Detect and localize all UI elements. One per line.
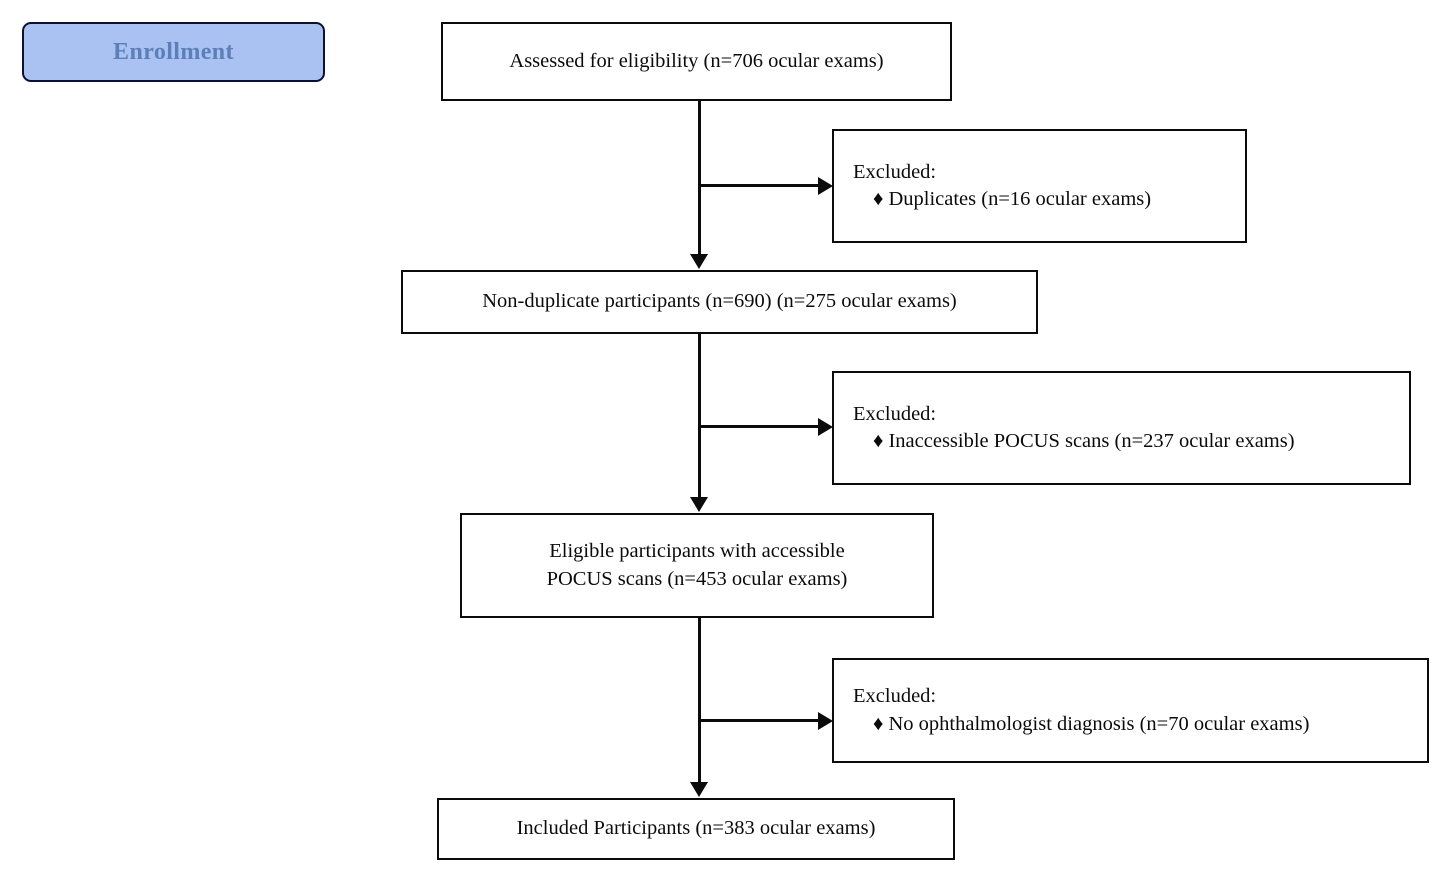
connector-branch-duplicates bbox=[698, 184, 821, 187]
exclusion-box-no-diagnosis-item-1-text: No ophthalmologist diagnosis (n=70 ocula… bbox=[888, 712, 1310, 735]
connector-eligible-to-included bbox=[698, 618, 701, 783]
stage-label-enrollment-text: Enrollment bbox=[113, 38, 234, 65]
flow-box-included-line-1: Included Participants (n=383 ocular exam… bbox=[516, 817, 876, 840]
exclusion-box-no-diagnosis-item-1: ♦No ophthalmologist diagnosis (n=70 ocul… bbox=[853, 711, 1427, 738]
flow-box-non-duplicate: Non-duplicate participants (n=690) (n=27… bbox=[401, 270, 1038, 334]
diamond-bullet-icon: ♦ bbox=[873, 430, 884, 452]
arrowhead-eligible-to-included bbox=[690, 782, 708, 797]
connector-branch-no-diagnosis bbox=[698, 719, 821, 722]
flow-box-non-duplicate-line-1: Non-duplicate participants (n=690) (n=27… bbox=[482, 290, 957, 313]
flow-box-eligible-line-2: POCUS scans (n=453 ocular exams) bbox=[546, 567, 848, 590]
exclusion-box-inaccessible-heading: Excluded: bbox=[853, 402, 937, 425]
flow-box-included: Included Participants (n=383 ocular exam… bbox=[437, 798, 955, 860]
exclusion-box-inaccessible-item-1: ♦Inaccessible POCUS scans (n=237 ocular … bbox=[853, 428, 1409, 455]
exclusion-box-duplicates-heading: Excluded: bbox=[853, 160, 937, 183]
diamond-bullet-icon: ♦ bbox=[873, 188, 884, 210]
flow-box-eligible-line-1: Eligible participants with accessible bbox=[549, 540, 845, 563]
arrowhead-nonduplicate-to-eligible bbox=[690, 497, 708, 512]
arrowhead-assessed-to-nonduplicate bbox=[690, 254, 708, 269]
flow-box-eligible: Eligible participants with accessible PO… bbox=[460, 513, 934, 618]
exclusion-box-duplicates-item-1-text: Duplicates (n=16 ocular exams) bbox=[888, 188, 1152, 210]
arrowhead-branch-duplicates bbox=[818, 177, 833, 195]
flow-box-assessed-line-1: Assessed for eligibility (n=706 ocular e… bbox=[509, 49, 884, 72]
exclusion-box-no-diagnosis: Excluded: ♦No ophthalmologist diagnosis … bbox=[832, 658, 1429, 763]
exclusion-box-no-diagnosis-heading: Excluded: bbox=[853, 685, 937, 708]
stage-label-enrollment: Enrollment bbox=[22, 22, 325, 82]
flow-box-assessed: Assessed for eligibility (n=706 ocular e… bbox=[441, 22, 952, 101]
diamond-bullet-icon: ♦ bbox=[873, 712, 884, 735]
exclusion-box-duplicates-item-1: ♦Duplicates (n=16 ocular exams) bbox=[853, 186, 1245, 213]
exclusion-box-inaccessible-item-1-text: Inaccessible POCUS scans (n=237 ocular e… bbox=[888, 430, 1295, 452]
connector-nonduplicate-to-eligible bbox=[698, 334, 701, 498]
connector-branch-inaccessible bbox=[698, 425, 821, 428]
connector-assessed-to-nonduplicate bbox=[698, 101, 701, 256]
exclusion-box-inaccessible: Excluded: ♦Inaccessible POCUS scans (n=2… bbox=[832, 371, 1411, 485]
arrowhead-branch-no-diagnosis bbox=[818, 712, 833, 730]
exclusion-box-duplicates: Excluded: ♦Duplicates (n=16 ocular exams… bbox=[832, 129, 1247, 243]
arrowhead-branch-inaccessible bbox=[818, 418, 833, 436]
